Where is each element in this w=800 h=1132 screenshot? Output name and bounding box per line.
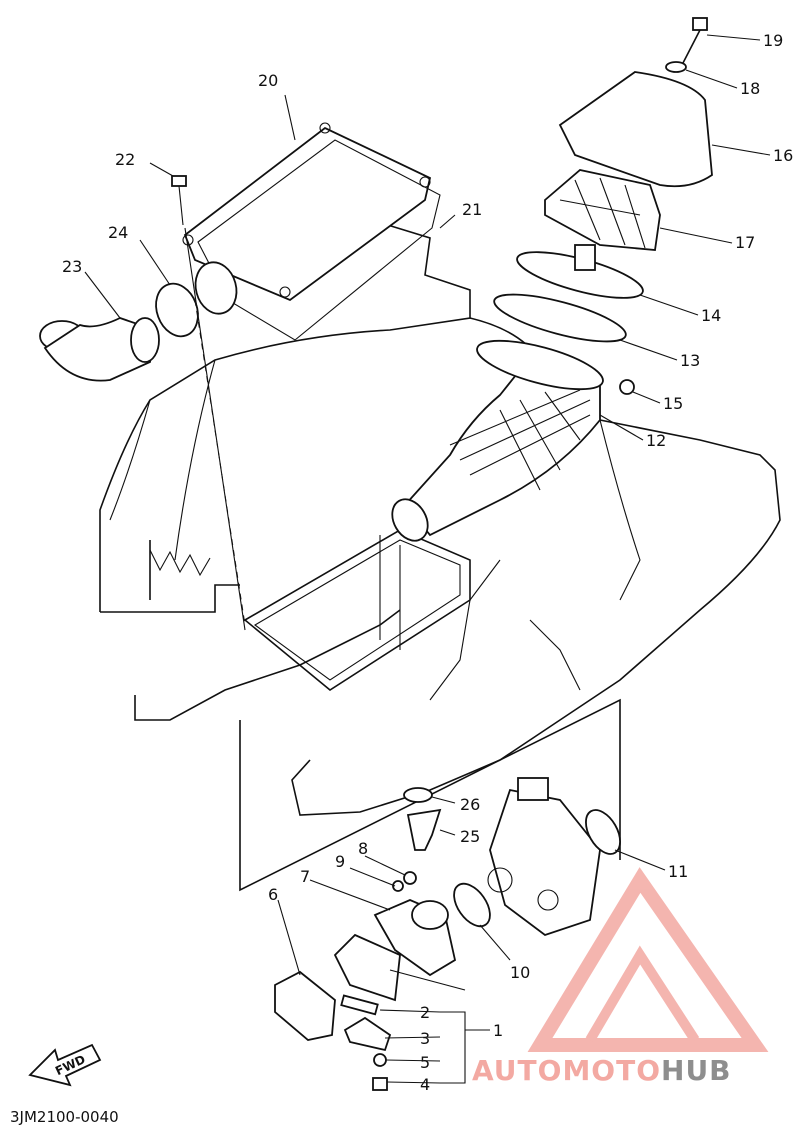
callout-14: 14: [701, 306, 721, 325]
callout-25: 25: [460, 827, 480, 846]
callout-labels: 19 18 16 17 14 13 15 12 20 21 22 24 23 2…: [62, 31, 793, 1094]
callout-22: 22: [115, 150, 135, 169]
watermark-text: AUTOMOTOHUB: [472, 1054, 732, 1087]
part-4-screw: [372, 1077, 388, 1091]
frame-body: [99, 214, 781, 816]
part-16-cap: [558, 71, 713, 188]
part-25-breather: [406, 808, 442, 851]
part-17-filter: [544, 169, 661, 251]
part-12-intake-boot: [391, 339, 604, 542]
callout-10: 10: [510, 963, 530, 982]
watermark-text-gray: HUB: [661, 1054, 732, 1087]
callout-19: 19: [763, 31, 783, 50]
part-9-washer: [392, 880, 404, 892]
callout-20: 20: [258, 71, 278, 90]
callout-7: 7: [300, 867, 310, 886]
part-26-clip: [403, 787, 433, 803]
part-3-stopper: [343, 1016, 392, 1052]
part-20-cover: [182, 122, 432, 302]
callout-3: 3: [420, 1029, 430, 1048]
leader-lines: [84, 34, 771, 1084]
watermark-logo: [527, 867, 769, 1052]
callout-17: 17: [735, 233, 755, 252]
part-8-screw: [403, 871, 417, 885]
callout-8: 8: [358, 839, 368, 858]
part-7-manifold: [373, 899, 457, 977]
callout-26: 26: [460, 795, 480, 814]
watermark-text-pink: AUTOMOTO: [472, 1054, 661, 1087]
part-18-washer: [665, 61, 687, 73]
part-14-plate: [516, 244, 644, 299]
part-2-plate: [340, 994, 379, 1016]
callout-18: 18: [740, 79, 760, 98]
reed-valve: [333, 933, 401, 1002]
part-5-washer: [373, 1053, 387, 1067]
part-23-duct: [39, 317, 160, 382]
callout-5: 5: [420, 1053, 430, 1072]
part-19-bolt: [682, 17, 708, 64]
part-22-screw: [171, 175, 187, 226]
part-11-clamp: [585, 809, 621, 855]
drawing-code: 3JM2100-0040: [10, 1108, 119, 1126]
part-6-gasket: [274, 970, 336, 1041]
callout-9: 9: [335, 852, 345, 871]
callout-11: 11: [668, 862, 688, 881]
callout-15: 15: [663, 394, 683, 413]
part-13-gasket: [493, 293, 627, 343]
callout-16: 16: [773, 146, 793, 165]
part-10-clamp: [453, 882, 491, 928]
callout-1: 1: [493, 1021, 503, 1040]
callout-13: 13: [680, 351, 700, 370]
part-15-nut: [619, 379, 635, 395]
callout-6: 6: [268, 885, 278, 904]
callout-4: 4: [420, 1075, 430, 1094]
callout-24: 24: [108, 223, 128, 242]
callout-2: 2: [420, 1003, 430, 1022]
carburetor: [487, 777, 601, 937]
fwd-arrow: FWD: [28, 1043, 102, 1087]
callout-23: 23: [62, 257, 82, 276]
callout-12: 12: [646, 431, 666, 450]
callout-21: 21: [462, 200, 482, 219]
